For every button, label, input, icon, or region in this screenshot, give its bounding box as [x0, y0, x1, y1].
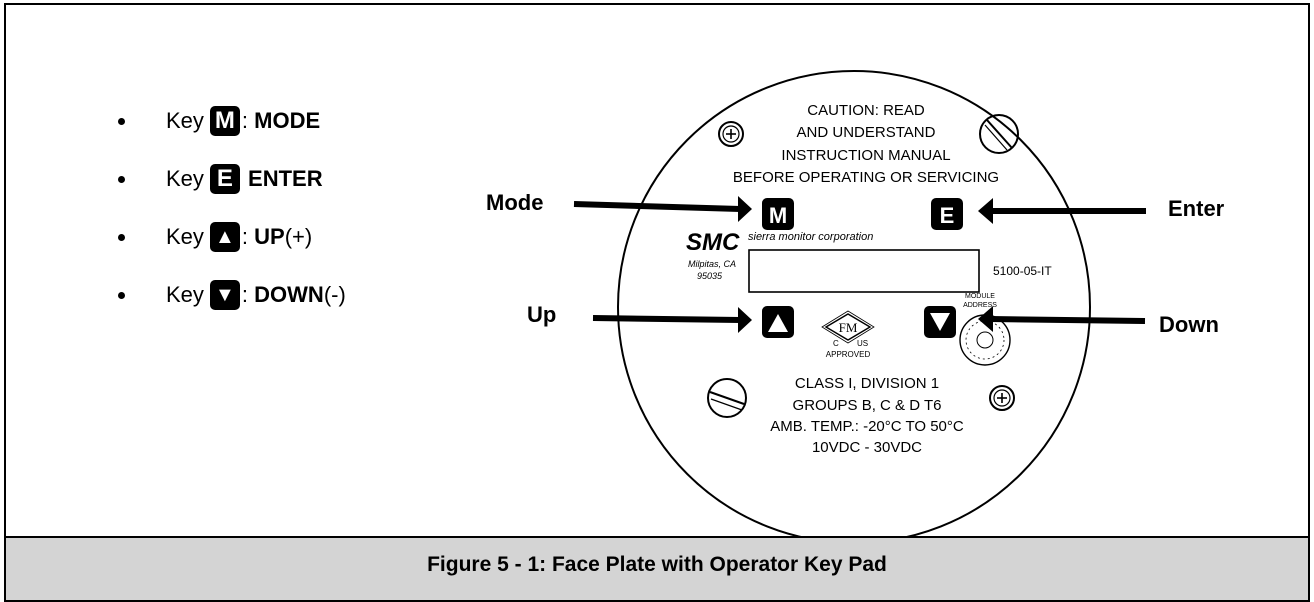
model-number: 5100-05-IT [993, 264, 1052, 278]
lcd-display-window [748, 249, 980, 293]
company-name: sierra monitor corporation [748, 231, 873, 243]
mode-key-glyph: M [769, 203, 787, 228]
bullet-dot [118, 233, 125, 241]
caution-line-1: CAUTION: READ [807, 102, 925, 119]
key-prefix-text: Key [166, 224, 204, 249]
caption-band: Figure 5 - 1: Face Plate with Operator K… [4, 536, 1310, 602]
rating-line-2: GROUPS B, C & D T6 [793, 397, 942, 414]
slotted-screw-icon [979, 114, 1019, 154]
rating-line-3: AMB. TEMP.: -20°C TO 50°C [770, 418, 964, 435]
down-key[interactable] [924, 306, 956, 338]
mode-callout-label: Mode [486, 190, 544, 215]
fm-text: FM [839, 320, 858, 335]
fm-c-text: C [833, 339, 839, 348]
mode-key-icon: M [209, 106, 240, 136]
bullet-dot [118, 117, 125, 125]
module-address-label-2: ADDRESS [963, 302, 997, 309]
slotted-screw-icon [707, 378, 747, 418]
phillips-screw-icon [718, 121, 744, 147]
caution-line-4: BEFORE OPERATING OR SERVICING [733, 169, 999, 186]
enter-callout-label: Enter [1168, 196, 1225, 221]
down-arrowhead [978, 306, 993, 332]
key-label: UP [254, 224, 285, 249]
down-callout-label: Down [1159, 312, 1219, 337]
rating-line-4: 10VDC - 30VDC [812, 439, 922, 456]
face-plate-outline [617, 70, 1091, 544]
caution-line-2: AND UNDERSTAND [797, 124, 936, 141]
bullet-dot [118, 175, 125, 183]
fm-us-text: US [857, 339, 868, 348]
key-label: MODE [254, 108, 321, 133]
phillips-screw-icon [989, 385, 1015, 411]
module-address-label-1: MODULE [965, 293, 995, 300]
separator: : [241, 282, 249, 307]
separator: : [241, 224, 249, 249]
mode-key[interactable]: M [762, 198, 794, 230]
key-prefix-text: Key [166, 282, 204, 307]
company-city: Milpitas, CA [688, 259, 736, 269]
enter-key-glyph: E [940, 203, 955, 228]
down-key-icon: ▼ [209, 280, 240, 310]
enter-key-icon: E [209, 164, 240, 194]
key-prefix-text: Key [166, 108, 204, 133]
down-arrow [989, 316, 1146, 324]
rating-line-1: CLASS I, DIVISION 1 [795, 375, 939, 392]
approved-text: APPROVED [826, 350, 871, 359]
smc-logo: SMC [686, 229, 740, 256]
up-key[interactable] [762, 306, 794, 338]
company-zip: 95035 [697, 271, 723, 281]
figure-caption: Figure 5 - 1: Face Plate with Operator K… [427, 553, 887, 576]
fm-approved-mark: FM C US APPROVED [821, 310, 875, 359]
up-key-icon: ▲ [209, 222, 240, 252]
mode-arrowhead [738, 196, 752, 222]
key-label: DOWN [254, 282, 324, 307]
up-arrowhead [738, 307, 752, 333]
bullet-dot [118, 291, 125, 299]
up-arrow [592, 315, 741, 323]
key-prefix-text: Key [166, 166, 204, 191]
key-suffix: (+) [284, 224, 313, 249]
mode-arrow [573, 201, 741, 212]
up-callout-label: Up [527, 302, 557, 327]
separator: : [241, 108, 249, 133]
key-label: ENTER [248, 166, 323, 191]
enter-arrowhead [978, 198, 993, 224]
caution-line-3: INSTRUCTION MANUAL [781, 147, 950, 164]
enter-key[interactable]: E [931, 198, 963, 230]
key-suffix: (-) [323, 282, 346, 307]
